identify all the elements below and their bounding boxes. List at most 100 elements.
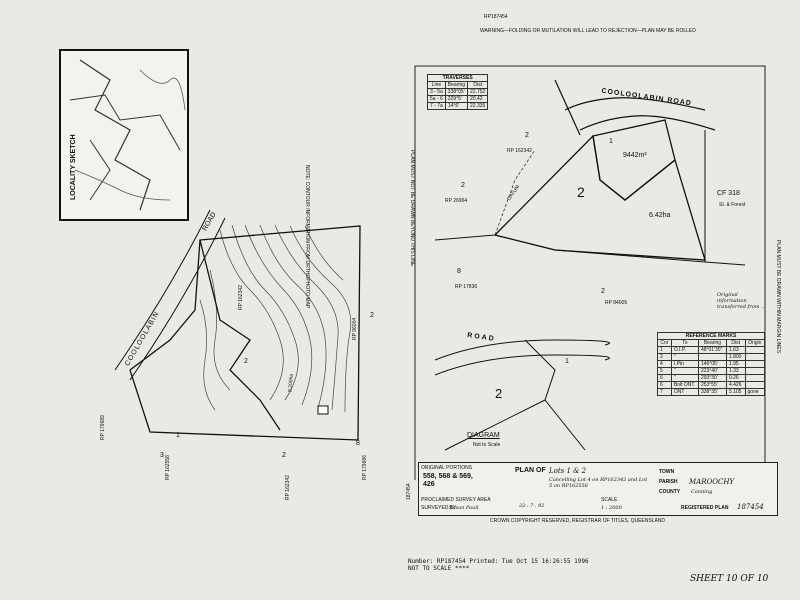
table-cell: 2 (657, 353, 672, 361)
table-cell: 6 (657, 381, 672, 389)
table-cell: 293°30' (697, 374, 727, 382)
table-cell (744, 353, 766, 361)
traverses-table: Line Bearing Dist 3 - 5a 338°05' 22.752 … (427, 81, 489, 110)
rp-label: RP 162342 (285, 475, 291, 500)
table-cell: 1.33 (725, 367, 746, 375)
datum-line (494, 149, 536, 236)
rp-label: RP 162342 (238, 285, 244, 310)
reference-marks-header: To (670, 339, 699, 347)
table-cell: 22.752 (467, 88, 489, 96)
table-cell: 1.63 (725, 346, 746, 354)
left-sheet: LOCALITY SKETCH NOTE: CONTOUR INFORMATIO… (20, 40, 390, 500)
adjacent-rp-label: RP 26964 (445, 198, 468, 204)
table-cell: 338°35' (697, 388, 727, 396)
lot-label: 2 (370, 312, 374, 319)
table-cell: 1.95 (725, 360, 746, 368)
diagram-lot-label: 2 (495, 386, 503, 401)
table-row: 5"223°40'1.33 (657, 367, 766, 375)
rp-label: RP 96004 (352, 317, 358, 340)
lot1-area: 9442m² (623, 152, 647, 159)
table-cell: 223°40' (697, 367, 727, 375)
table-cell: 146°05' (697, 360, 727, 368)
table-cell: 22.335 (467, 102, 489, 110)
surveyor-name: Susan Paull (449, 505, 479, 511)
not-to-scale: NOT TO SCALE **** (408, 565, 470, 572)
traverses-header-row: Line Bearing Dist (427, 81, 489, 89)
table-cell: 338°05' (444, 88, 469, 96)
scale-value: 1 : 2000 (601, 505, 622, 511)
table-cell: gone (744, 388, 766, 396)
traverses-header: Line (427, 81, 446, 89)
contour-note: NOTE: CONTOUR INFORMATION FROM ORTHOPHOT… (304, 165, 310, 309)
rp-label: RP 179689 (100, 415, 106, 440)
warning-text: WARNING—FOLDING OR MUTILATION WILL LEAD … (480, 28, 696, 34)
plan-ref-top: RP187454 (484, 14, 508, 20)
locality-sketch-frame (59, 49, 189, 221)
parish-label: PARISH (659, 479, 678, 485)
table-cell (697, 353, 727, 361)
parish-value: MAROOCHY (689, 478, 735, 486)
table-cell: 5.105 (725, 388, 746, 396)
rp-label: RP 179686 (362, 455, 368, 480)
original-info-note: Original information transferred from ..… (717, 292, 766, 310)
left-sheet-drawing (59, 49, 361, 441)
reference-marks-header: Cnr (657, 339, 672, 347)
surveyor-label: SURVEYED BY (421, 505, 457, 511)
sheet-number: SHEET 10 OF 10 (690, 574, 769, 584)
reference-marks-header: Bearing (697, 339, 727, 347)
table-cell: O.I.P. (670, 346, 699, 354)
lot-label: 2 (244, 358, 248, 365)
south-boundary (434, 234, 746, 266)
table-cell: 253°55' (697, 381, 727, 389)
side-text-left: PLAN MUST NOT BE DRAWN BEYOND THIS LINE (409, 150, 415, 267)
cf-label: CF 318 (717, 190, 740, 197)
cancelling: Cancelling Lot 4 on RP162342 and Lot 5 o… (549, 477, 648, 489)
town-label: TOWN (659, 469, 675, 475)
reference-marks-title: REFERENCE MARKS (657, 332, 765, 339)
table-cell (744, 374, 766, 382)
title-block: ORIGINAL PORTIONS 558, 568 & 569, 426 PR… (418, 462, 778, 516)
plan-of-label: PLAN OF (515, 467, 546, 474)
mark-symbol (317, 405, 329, 415)
traverses-title: TRAVERSES (427, 74, 489, 81)
diagram-title: DIAGRAM (467, 432, 500, 439)
diagram-lines (434, 339, 610, 451)
table-cell: 329°5' (444, 95, 469, 103)
table-row: 6"293°30'0.26 (657, 374, 766, 382)
traverses-panel: TRAVERSES Line Bearing Dist 3 - 5a 338°0… (427, 74, 489, 110)
table-cell: 1 (657, 346, 672, 354)
traverses-header: Bearing (444, 81, 469, 89)
locality-sketch-title: LOCALITY SKETCH (70, 134, 77, 200)
rp-label: RP 162558 (165, 455, 171, 480)
table-cell: 1.800 (725, 353, 746, 361)
lot2-area: 6.42ha (649, 212, 671, 219)
lot1-label: 1 (609, 138, 613, 145)
lot1-boundary (592, 119, 676, 201)
reference-marks-header-row: Cnr To Bearing Dist Origin (657, 339, 766, 347)
adjacent-rp-label: RP 162342 (507, 148, 532, 154)
diagram-lot-label: 1 (565, 358, 569, 365)
road-edges (114, 209, 226, 381)
table-cell: I.Pin (670, 360, 699, 368)
survey-date: 22 . 7 . 92 (519, 503, 545, 509)
table-row: 3 - 5a 338°05' 22.752 (427, 88, 489, 96)
table-cell (744, 360, 766, 368)
adjacent-lot-label: 8 (457, 268, 461, 275)
reference-marks-header: Dist (725, 339, 746, 347)
registered-plan-label: REGISTERED PLAN (681, 505, 729, 511)
lot-label: 3 (160, 452, 164, 459)
right-sheet-drawing (414, 65, 766, 480)
contour-lines (199, 224, 352, 413)
scale-label: SCALE (601, 497, 618, 503)
original-portions: 558, 568 & 569, 426 (423, 473, 473, 488)
table-cell: 4 (657, 360, 672, 368)
margin-frame (414, 65, 766, 480)
traverses-header: Dist (467, 81, 489, 89)
reference-marks-panel: REFERENCE MARKS Cnr To Bearing Dist Orig… (657, 332, 766, 396)
original-portions-label: ORIGINAL PORTIONS (421, 465, 473, 471)
registered-plan-number: 187454 (737, 503, 764, 511)
